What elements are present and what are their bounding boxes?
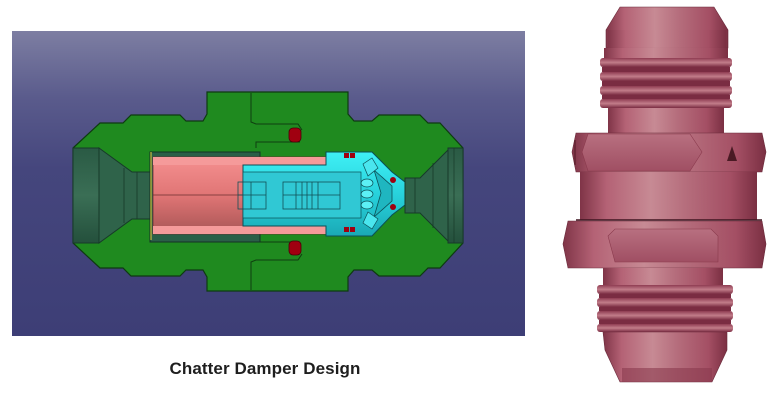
arrow-marking-icon — [727, 146, 737, 161]
middle-body — [580, 172, 757, 220]
poppet-piston — [237, 151, 406, 237]
cad-cross-section-panel — [12, 31, 525, 336]
upper-hex-nut — [571, 132, 767, 173]
lower-hex-nut — [562, 220, 767, 269]
right-port-bore — [404, 147, 464, 244]
flare-union-fitting-image — [562, 6, 767, 383]
figure-caption: Chatter Damper Design — [169, 359, 361, 378]
bottom-neck — [603, 268, 723, 285]
o-ring-seals — [288, 127, 396, 256]
top-threads — [600, 48, 732, 108]
top-neck — [608, 108, 724, 133]
cross-section-diagram — [72, 91, 464, 292]
fitting-photo — [545, 0, 775, 400]
bottom-threads — [597, 285, 733, 332]
